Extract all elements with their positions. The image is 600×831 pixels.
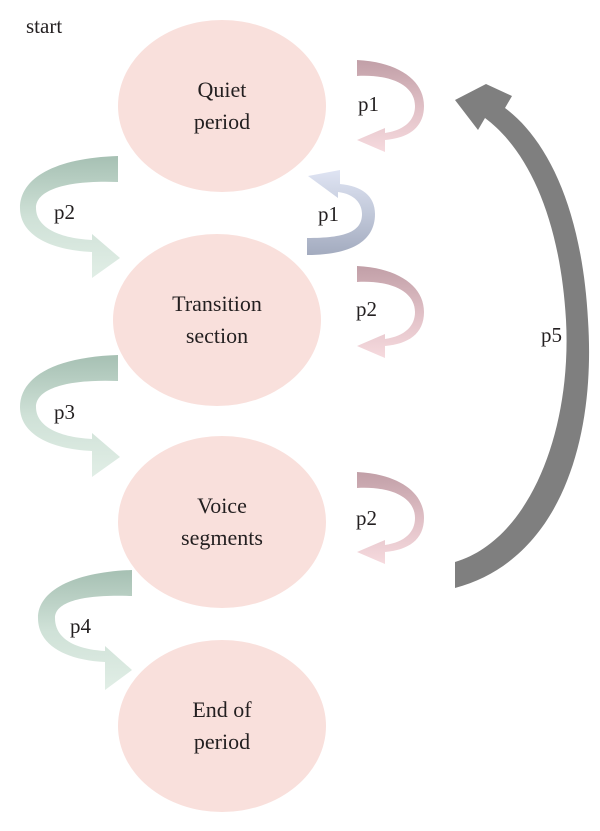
state-label-line1: Voice: [197, 493, 247, 518]
state-transition-section: Transition section: [113, 234, 321, 406]
self-loop-arrow-quiet: [357, 60, 424, 152]
state-label-line2: period: [193, 109, 251, 134]
state-label-line2: section: [185, 323, 249, 348]
label-transition-to-quiet: p1: [318, 202, 339, 226]
state-end-of-period: End of period: [118, 640, 326, 812]
back-arrow-transition-to-quiet: [307, 170, 375, 255]
label-voice-to-end: p4: [70, 614, 91, 638]
state-label-line1: Transition: [172, 291, 262, 316]
forward-arrow-transition-to-voice: [20, 355, 120, 477]
state-label-line1: Quiet: [197, 77, 247, 102]
state-label-line1: End of: [192, 697, 252, 722]
forward-arrow-quiet-to-transition: [20, 156, 120, 278]
state-label-line2: period: [193, 729, 251, 754]
self-loop-arrow-voice: [357, 472, 424, 564]
label-voice-to-quiet: p5: [541, 323, 562, 347]
label-quiet-to-transition: p2: [54, 200, 75, 224]
label-transition-self: p2: [356, 297, 377, 321]
state-quiet-period: Quiet period: [118, 20, 326, 192]
label-voice-self: p2: [356, 506, 377, 530]
state-label-line2: segments: [181, 525, 263, 550]
label-transition-to-voice: p3: [54, 400, 75, 424]
long-back-arrow-voice-to-quiet: [455, 84, 590, 588]
self-loop-arrow-transition: [357, 266, 424, 358]
state-voice-segments: Voice segments: [118, 436, 326, 608]
start-label: start: [26, 14, 63, 38]
label-quiet-self: p1: [358, 92, 379, 116]
forward-arrow-voice-to-end: [38, 570, 132, 690]
